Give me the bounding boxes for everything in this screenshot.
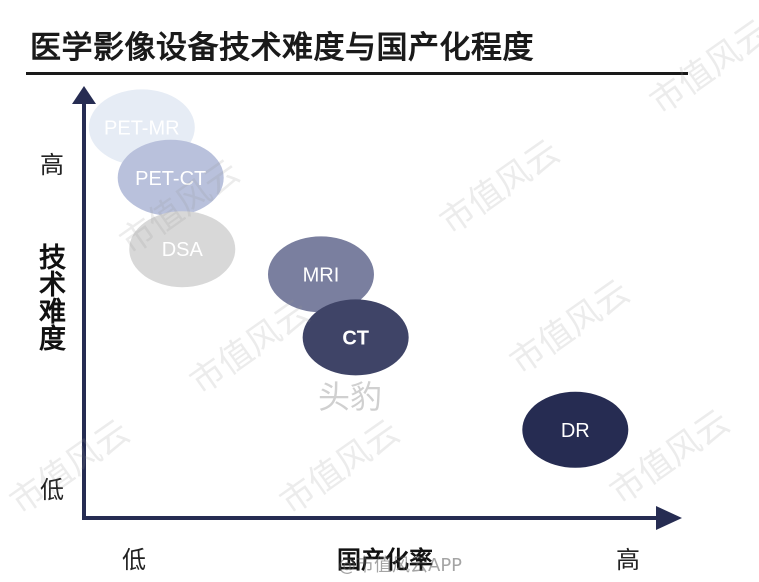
bubble-dr xyxy=(522,391,629,468)
bubble-label-pet-mr: PET-MR xyxy=(104,117,180,139)
bubble-pet-ct xyxy=(117,139,224,216)
y-tick-low: 低 xyxy=(40,476,64,504)
x-axis-label: 国产化率 xyxy=(337,546,433,574)
bubble-ct xyxy=(302,299,409,376)
watermark-footer: @市值风云APP xyxy=(338,555,463,576)
axes xyxy=(72,86,682,530)
bubble-mri xyxy=(267,236,374,313)
y-axis-arrow xyxy=(72,86,96,104)
bubble-label-mri: MRI xyxy=(303,264,340,286)
y-tick-high: 高 xyxy=(40,151,64,179)
x-tick-low: 低 xyxy=(122,546,146,574)
bubble-label-pet-ct: PET-CT xyxy=(135,168,206,190)
bubble-label-dr: DR xyxy=(561,420,590,442)
bubble-dsa xyxy=(129,211,236,288)
bubble-label-dsa: DSA xyxy=(162,239,204,261)
title-underline xyxy=(26,72,688,75)
x-tick-high: 高 xyxy=(616,546,640,574)
x-axis-arrow xyxy=(656,506,682,530)
chart-title: 医学影像设备技术难度与国产化程度 xyxy=(30,30,534,66)
bubble-label-ct: CT xyxy=(342,327,369,349)
y-axis-label: 技术难度 xyxy=(34,243,65,351)
watermark-center: 头豹 xyxy=(318,378,383,416)
data-points: PET-MR PET-CT DSA MRI CT DR xyxy=(88,89,629,468)
